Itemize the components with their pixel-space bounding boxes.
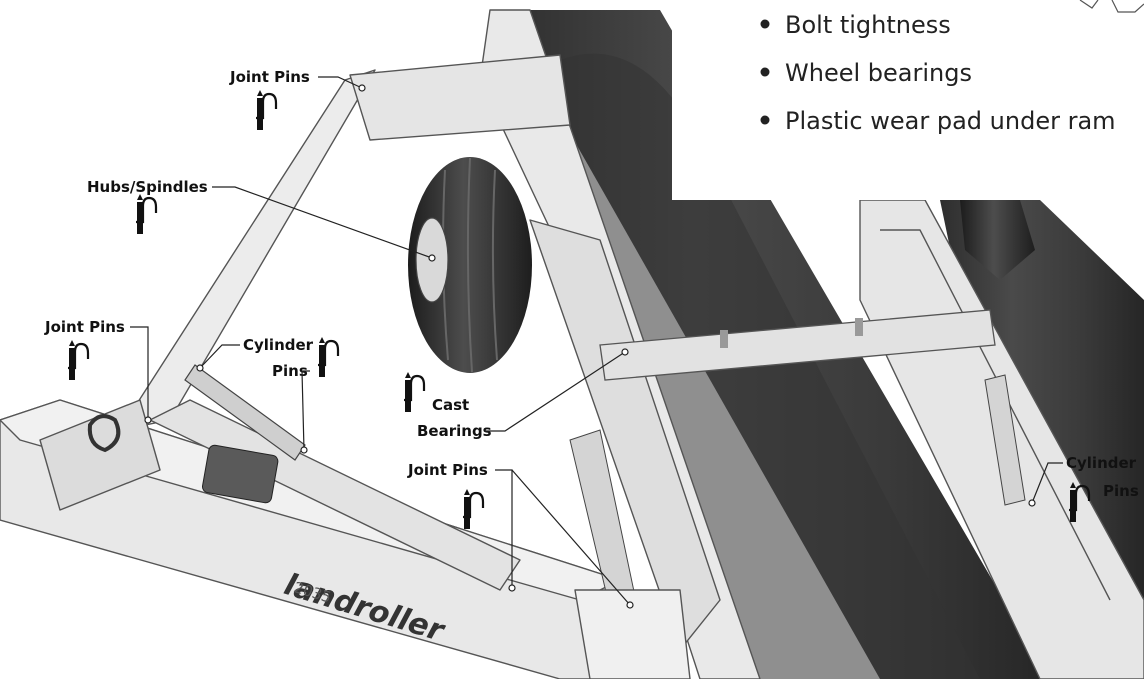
checklist-bullet-1 [760, 19, 770, 29]
tube-clamp-2 [855, 318, 863, 336]
leader-cylinder-pins-left-a [199, 344, 240, 369]
point-cylinder-pins-left-a [196, 364, 204, 372]
leader-cylinder-pins-left-b [301, 370, 310, 451]
callout-joint-pins-left: Joint Pins [44, 318, 152, 424]
callout-cylinder-pins-left: Cylinder Pins [196, 335, 340, 454]
checklist-bullet-3 [760, 115, 770, 125]
label-joint-pins-left: Joint Pins [44, 318, 125, 336]
callout-joint-pins-bottom: Joint Pins [407, 461, 634, 609]
label-joint-pins-top: Joint Pins [229, 68, 310, 86]
checklist-item-2: Wheel bearings [785, 59, 972, 87]
callout-hubs-spindles: Hubs/Spindles [87, 178, 436, 262]
center-frame-rail-inner [529, 219, 721, 651]
point-joint-pins-bottom-a [508, 584, 516, 592]
lower-strut [149, 399, 521, 591]
callout-cylinder-pins-right: Cylinder Pins [1028, 454, 1139, 524]
checklist-item-3: Plastic wear pad under ram [785, 107, 1116, 135]
checklist-item-1: Bolt tightness [785, 11, 951, 39]
grease-gun-icon [402, 370, 426, 414]
grease-gun-icon [254, 88, 278, 132]
checklist: Bolt tightness Wheel bearings Plastic we… [760, 11, 1116, 135]
right-wheel [960, 200, 1035, 280]
label-joint-pins-bottom: Joint Pins [407, 461, 488, 479]
point-joint-pins-left [144, 416, 152, 424]
point-cylinder-pins-left-b [300, 446, 308, 454]
leader-cast-bearings [485, 351, 626, 432]
hitch-ring [87, 414, 121, 453]
leader-cylinder-pins-right [1031, 462, 1063, 504]
callout-joint-pins-top: Joint Pins [229, 68, 366, 132]
point-joint-pins-top [358, 84, 366, 92]
point-cast-bearings [621, 348, 629, 356]
left-wheel-tire [408, 157, 532, 373]
panel-corner-sketch [1079, 0, 1144, 13]
grease-gun-icon [66, 338, 90, 382]
label-cylinder-pins-right-1: Cylinder [1066, 454, 1137, 472]
right-frame-rail-edge [880, 229, 1111, 601]
label-cast-bearings-2: Bearings [417, 422, 492, 440]
tube-clamp-1 [720, 330, 728, 348]
point-joint-pins-bottom-b [626, 601, 634, 609]
right-cylinder [984, 374, 1026, 506]
leader-joint-pins-top [318, 76, 363, 89]
left-cylinder [184, 364, 306, 461]
bottom-plate [574, 589, 691, 679]
callout-cast-bearings: Cast Bearings [402, 348, 629, 440]
label-cylinder-pins-right-2: Pins [1103, 482, 1139, 500]
label-cylinder-pins-left-1: Cylinder [243, 336, 314, 354]
label-cast-bearings-1: Cast [432, 396, 469, 414]
leader-joint-pins-bottom-b [511, 469, 631, 606]
point-hubs-spindles [428, 254, 436, 262]
control-box [201, 444, 279, 504]
leader-joint-pins-left [130, 326, 149, 420]
label-hubs-spindles: Hubs/Spindles [87, 178, 208, 196]
grease-gun-icon [461, 487, 485, 531]
checklist-panel [672, 0, 1144, 200]
upper-crossbar [349, 54, 571, 141]
leader-joint-pins-bottom-a [495, 469, 513, 588]
upper-frame-arm [119, 69, 376, 431]
checklist-bullet-2 [760, 67, 770, 77]
leader-hubs-spindles [212, 186, 433, 259]
grease-gun-icon [316, 335, 340, 379]
hitch-base [39, 399, 161, 511]
point-cylinder-pins-right [1028, 499, 1036, 507]
label-cylinder-pins-left-2: Pins [272, 362, 308, 380]
grease-gun-icon [134, 192, 158, 236]
